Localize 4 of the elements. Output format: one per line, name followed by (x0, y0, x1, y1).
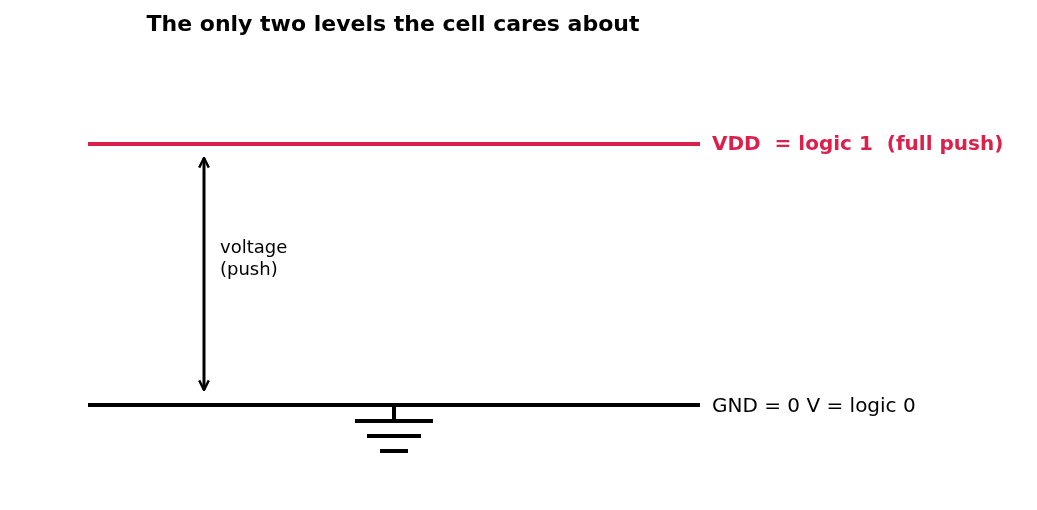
title: The only two levels the cell cares about (145, 11, 641, 38)
rail-label: GND = 0 V = logic 0 (712, 393, 916, 417)
dimension-label: voltage (push) (220, 236, 289, 280)
rail-label: VDD = logic 1 (full push) (712, 131, 1004, 155)
